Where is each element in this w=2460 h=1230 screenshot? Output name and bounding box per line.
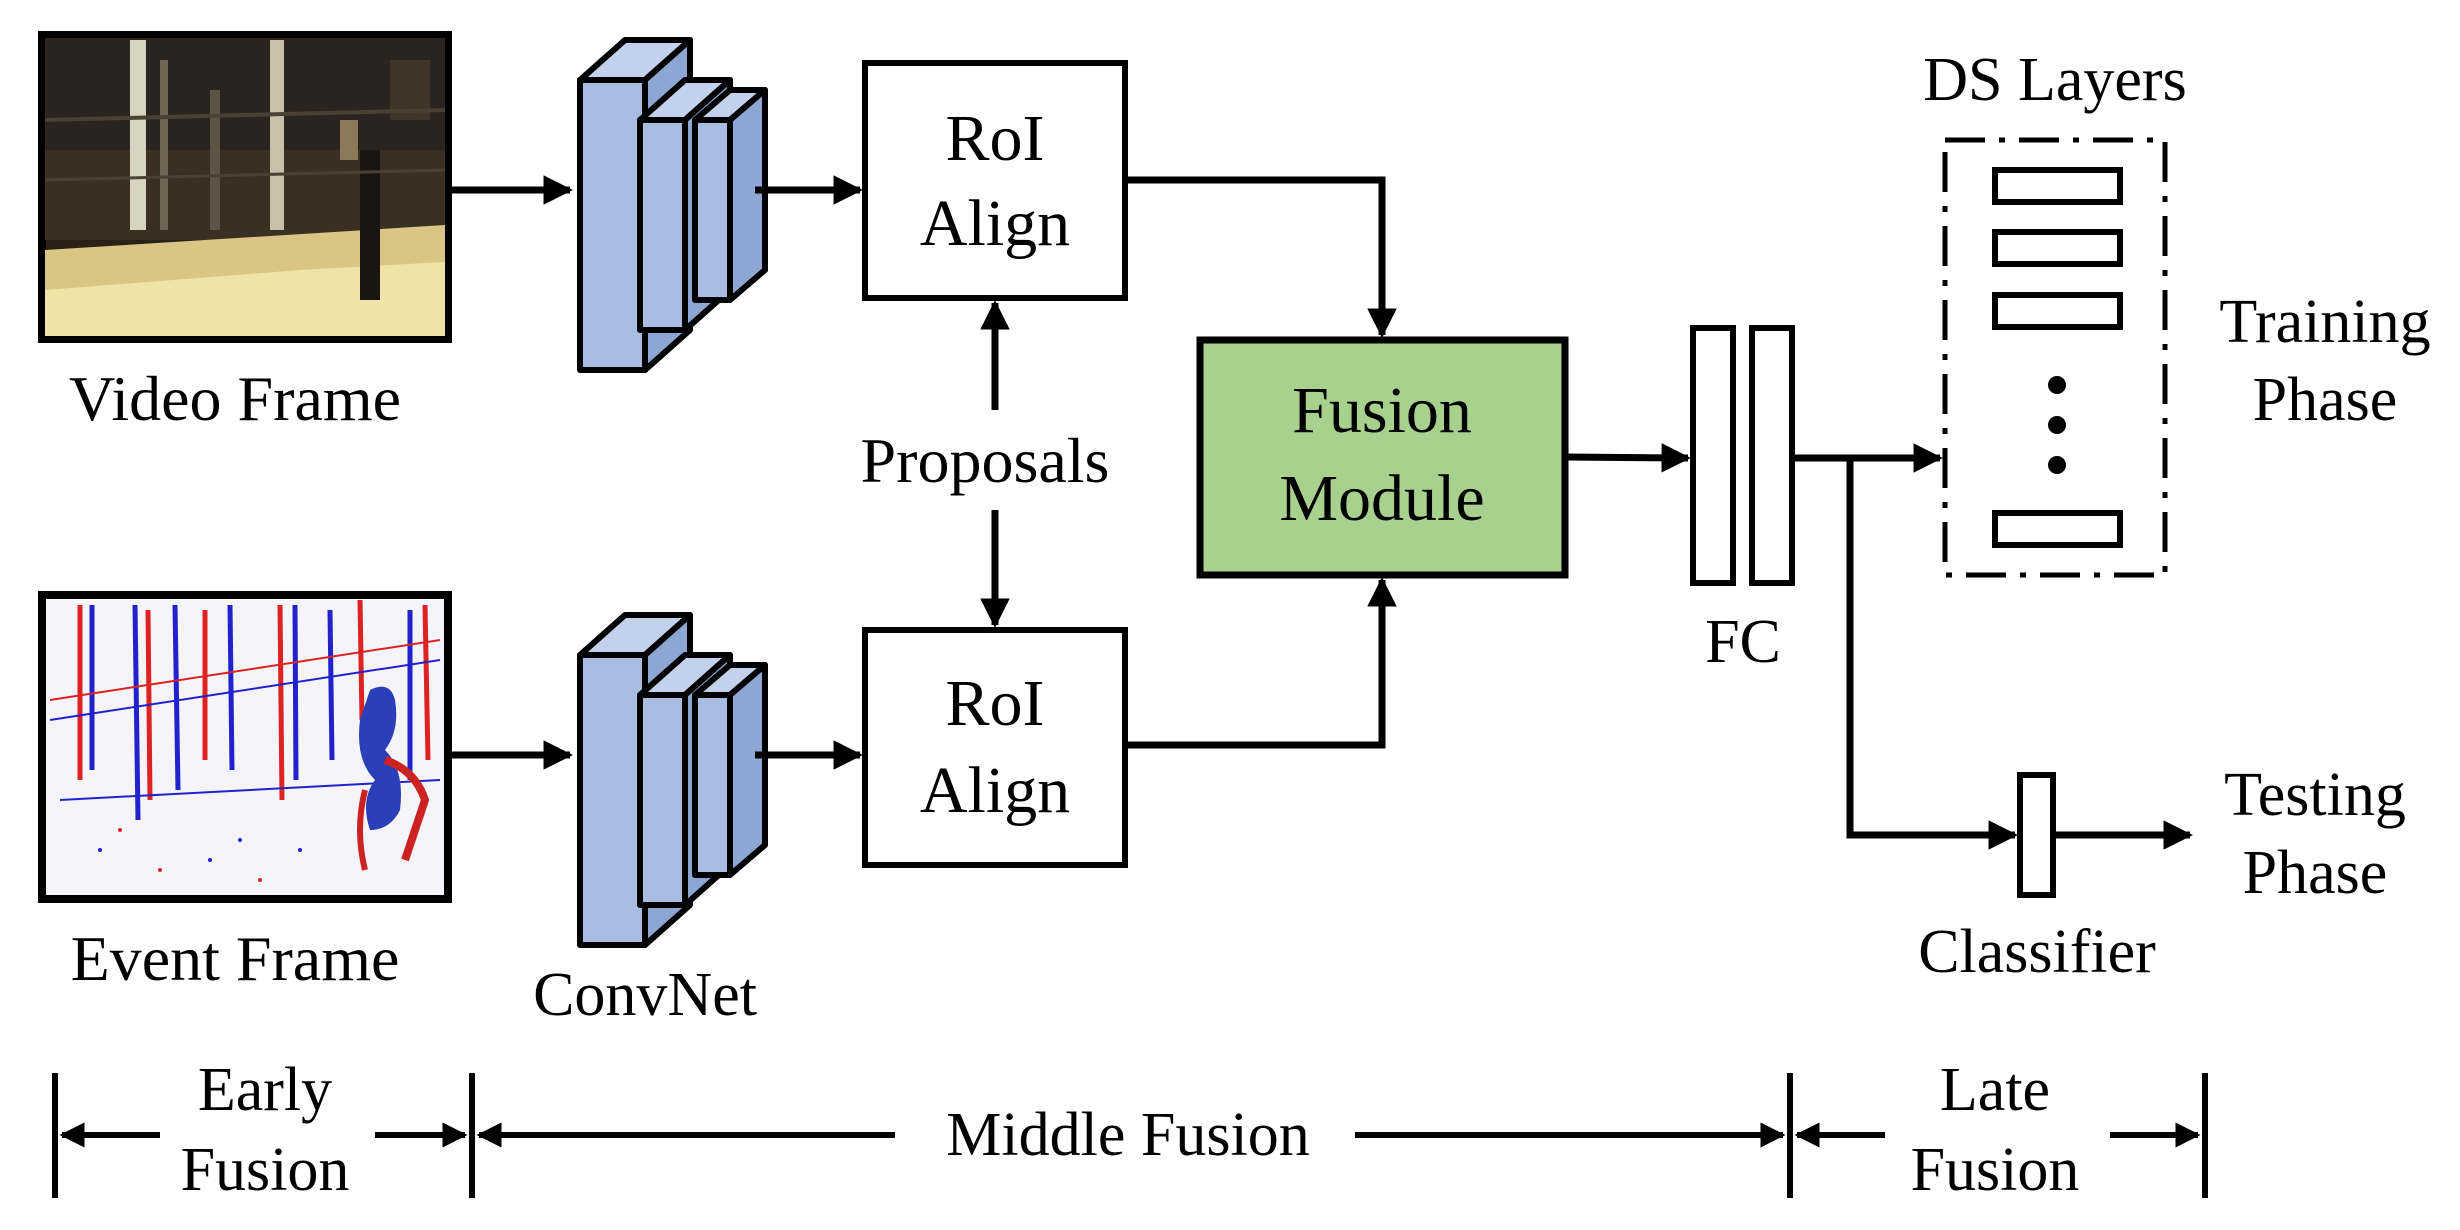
- training-phase-line2: Phase: [2253, 366, 2398, 434]
- video-frame-label: Video Frame: [69, 363, 401, 434]
- arrow-roi-top-to-fusion: [1125, 176, 1397, 338]
- arrow-roi-bottom-to-fusion: [1125, 577, 1397, 749]
- middle-fusion-label: Middle Fusion: [946, 1101, 1309, 1169]
- late-fusion-line1: Late: [1940, 1056, 2050, 1124]
- arrow-fusion-to-fc: [1564, 443, 1691, 473]
- training-phase-line1: Training: [2219, 288, 2430, 356]
- event-frame-label: Event Frame: [71, 923, 400, 994]
- ds-layers-group: [1942, 137, 2168, 578]
- convnet-label: ConvNet: [533, 961, 757, 1029]
- testing-phase-line1: Testing: [2224, 761, 2406, 829]
- fc-label: FC: [1705, 608, 1781, 676]
- roi-align-bottom-line2: Align: [920, 754, 1070, 827]
- ds-layers-label: DS Layers: [1923, 46, 2186, 114]
- fc-layers: [1690, 325, 1795, 586]
- roi-align-bottom-line1: RoI: [946, 667, 1045, 740]
- fusion-stage-bar: [52, 1073, 2208, 1198]
- roi-align-top-line1: RoI: [946, 102, 1045, 175]
- classifier-label: Classifier: [1918, 918, 2156, 986]
- ellipsis-dot: [2048, 376, 2066, 394]
- late-fusion-line2: Fusion: [1911, 1136, 2080, 1204]
- roi-align-top-line2: Align: [920, 187, 1070, 260]
- event-frame-image: [38, 591, 452, 903]
- fusion-module-line2: Module: [1279, 462, 1484, 535]
- roi-align-bottom-box: RoI Align: [862, 627, 1128, 868]
- early-fusion-line1: Early: [198, 1056, 332, 1124]
- classifier-block: [2017, 772, 2056, 898]
- fusion-module-box: Fusion Module: [1196, 336, 1569, 579]
- ellipsis-dot: [2048, 456, 2066, 474]
- convnet-bottom: [577, 612, 768, 948]
- proposals-label: Proposals: [861, 425, 1110, 496]
- fusion-module-line1: Fusion: [1292, 374, 1472, 447]
- testing-phase-line2: Phase: [2243, 839, 2388, 907]
- convnet-top: [577, 37, 768, 373]
- roi-align-top-box: RoI Align: [862, 60, 1128, 301]
- ellipsis-dot: [2048, 416, 2066, 434]
- early-fusion-line2: Fusion: [181, 1136, 350, 1204]
- arrow-fc-to-classifier: [1846, 458, 2018, 850]
- flow-arrows: [450, 175, 2193, 850]
- video-frame-image: [38, 31, 452, 343]
